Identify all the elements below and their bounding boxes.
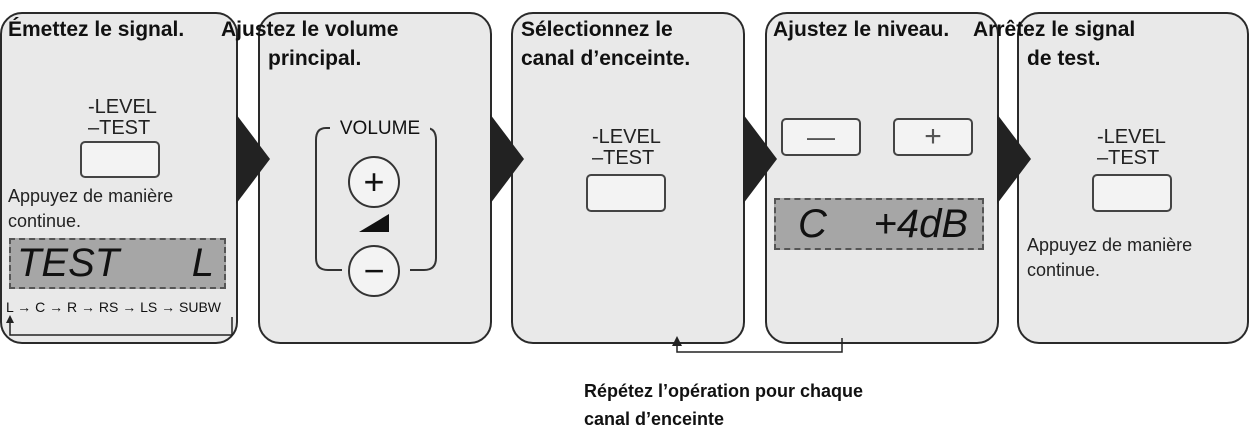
sequence-arrow-icon: →: [161, 299, 176, 315]
channel-label: RS: [98, 299, 119, 315]
level-label: -LEVEL: [1097, 126, 1166, 148]
level-test-button[interactable]: [586, 174, 666, 212]
test-display: TEST L: [9, 238, 226, 289]
note-line: continue.: [1027, 260, 1101, 280]
level-test-label: -LEVEL –TEST: [88, 97, 157, 139]
caption-line: Répétez l’opération pour chaque: [584, 381, 864, 401]
volume-ramp-icon: [359, 214, 389, 232]
step-3-heading: Sélectionnez le: [521, 18, 673, 41]
chevron-right-icon: [236, 114, 270, 204]
sequence-arrow-icon: →: [17, 299, 32, 315]
level-down-button[interactable]: —: [781, 118, 861, 156]
step-5-heading-line-2: de test.: [1027, 47, 1101, 70]
note-line: Appuyez de manière: [1027, 235, 1193, 255]
step-2-heading-line-2: principal.: [268, 47, 362, 70]
sequence-arrow-icon: →: [49, 299, 64, 315]
step-1-panel: [0, 12, 238, 344]
step-5-note: Appuyez de manière continue.: [1027, 233, 1192, 283]
sequence-arrow-icon: →: [80, 299, 95, 315]
level-label: -LEVEL: [592, 126, 661, 148]
step-4-panel: [765, 12, 999, 344]
channel-label: L: [6, 299, 14, 315]
minus-icon: −: [363, 250, 385, 291]
test-label: –TEST: [1097, 147, 1160, 169]
level-label: -LEVEL: [88, 96, 157, 118]
note-line: continue.: [8, 211, 82, 231]
plus-icon: +: [363, 161, 385, 202]
chevron-right-icon: [743, 114, 777, 204]
channel-sequence: L → C → R → RS → LS → SUBW: [6, 299, 221, 315]
channel-label: C: [35, 299, 46, 315]
channel-label: LS: [140, 299, 158, 315]
repeat-caption: Répétez l’opération pour chaque canal d’…: [584, 377, 863, 433]
note-line: Appuyez de manière: [8, 186, 174, 206]
chevron-right-icon: [997, 114, 1031, 204]
volume-down-button[interactable]: −: [348, 245, 400, 297]
caption-line: canal d’enceinte: [584, 409, 725, 429]
display-level: +4dB: [873, 202, 968, 246]
volume-label: VOLUME: [330, 118, 430, 140]
chevron-right-icon: [490, 114, 524, 204]
display-channel: C: [798, 202, 827, 246]
test-label: –TEST: [88, 117, 151, 139]
level-display: C +4dB: [774, 198, 984, 250]
return-loop-icon: [6, 315, 233, 336]
test-label: –TEST: [592, 147, 655, 169]
step-5-heading: Arrêtez le signal: [973, 18, 1136, 41]
display-text-right: L: [191, 241, 214, 285]
volume-bracket-icon: [315, 127, 437, 271]
plus-icon: +: [924, 120, 942, 153]
display-text-left: TEST: [17, 241, 120, 285]
minus-icon: —: [807, 121, 835, 152]
level-test-label: -LEVEL –TEST: [592, 127, 661, 169]
channel-label: SUBW: [179, 299, 222, 315]
step-1-note: Appuyez de manière continue.: [8, 184, 173, 234]
level-up-button[interactable]: +: [893, 118, 973, 156]
step-2-heading: Ajustez le volume: [221, 18, 399, 41]
level-test-label: -LEVEL –TEST: [1097, 127, 1166, 169]
level-test-button[interactable]: [80, 141, 160, 178]
level-test-button[interactable]: [1092, 174, 1172, 212]
repeat-loop-arrow-icon: [672, 336, 843, 353]
volume-up-button[interactable]: +: [348, 156, 400, 208]
step-4-heading: Ajustez le niveau.: [773, 18, 950, 41]
step-1-heading: Émettez le signal.: [8, 18, 185, 41]
step-3-heading-line-2: canal d’enceinte.: [521, 47, 691, 70]
sequence-arrow-icon: →: [122, 299, 137, 315]
channel-label: R: [66, 299, 78, 315]
